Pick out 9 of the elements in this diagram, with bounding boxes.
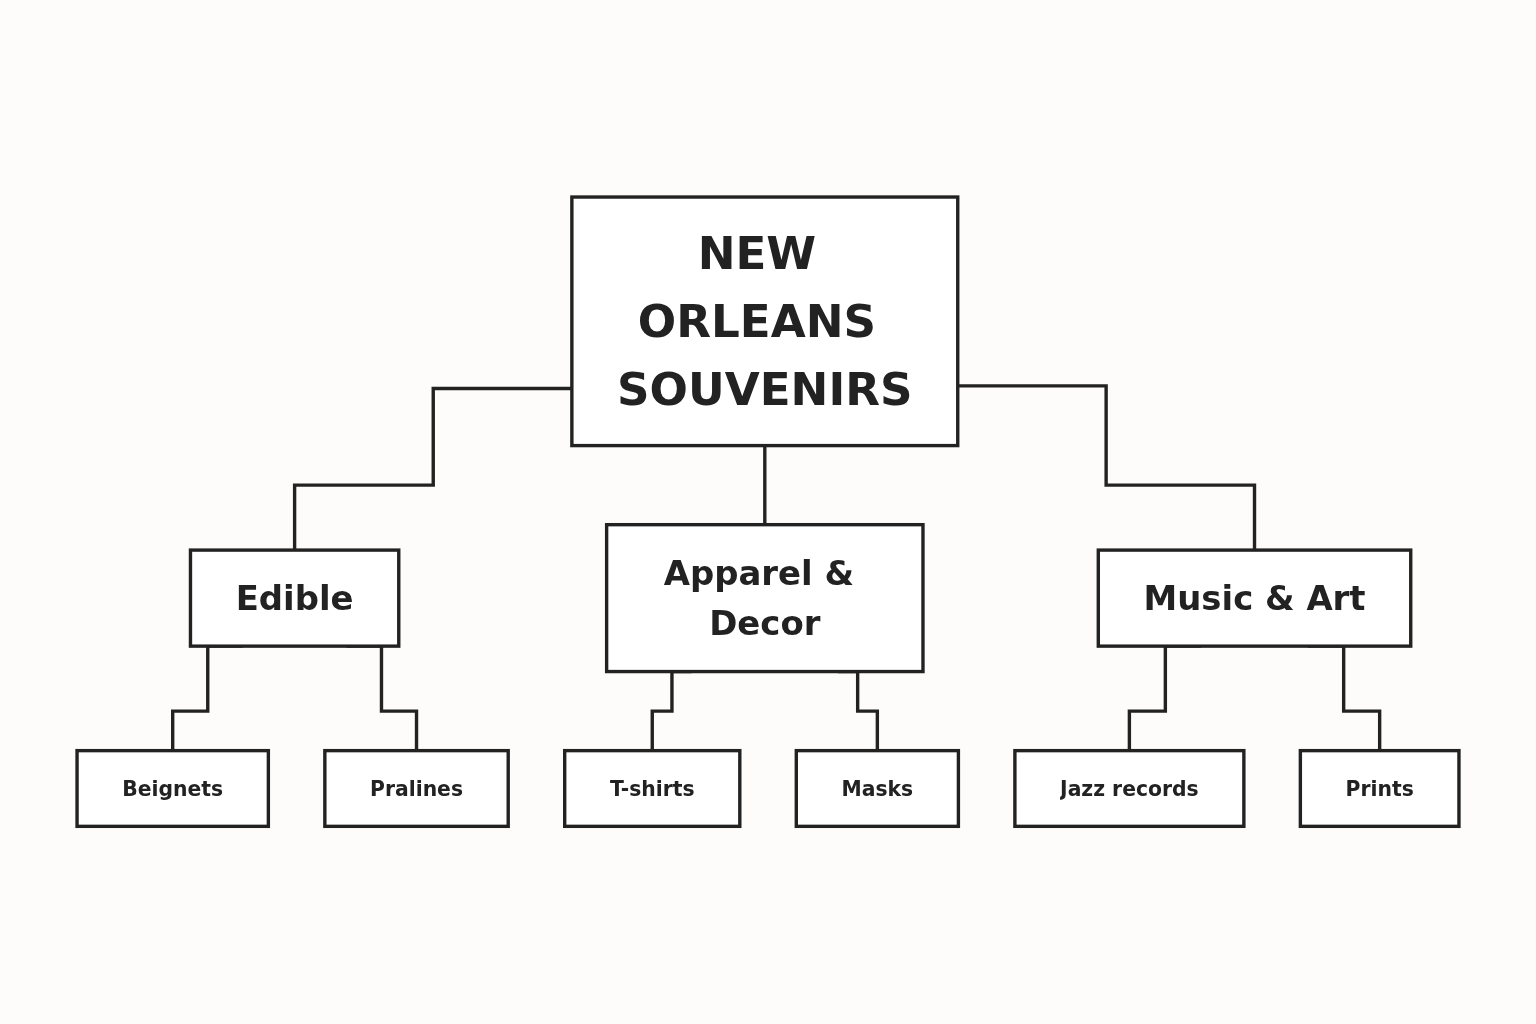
- node-box: Pralines: [323, 749, 510, 829]
- node-box: Beignets: [75, 749, 271, 829]
- node-box: Apparel & Decor: [604, 523, 925, 674]
- node-box: Edible: [188, 548, 401, 649]
- node-box: T-shirts: [563, 749, 742, 829]
- node-box: NEW ORLEANS SOUVENIRS: [570, 195, 960, 448]
- node-box: Prints: [1298, 749, 1461, 829]
- node-box: Masks: [794, 749, 961, 829]
- node-box: Music & Art: [1096, 548, 1413, 649]
